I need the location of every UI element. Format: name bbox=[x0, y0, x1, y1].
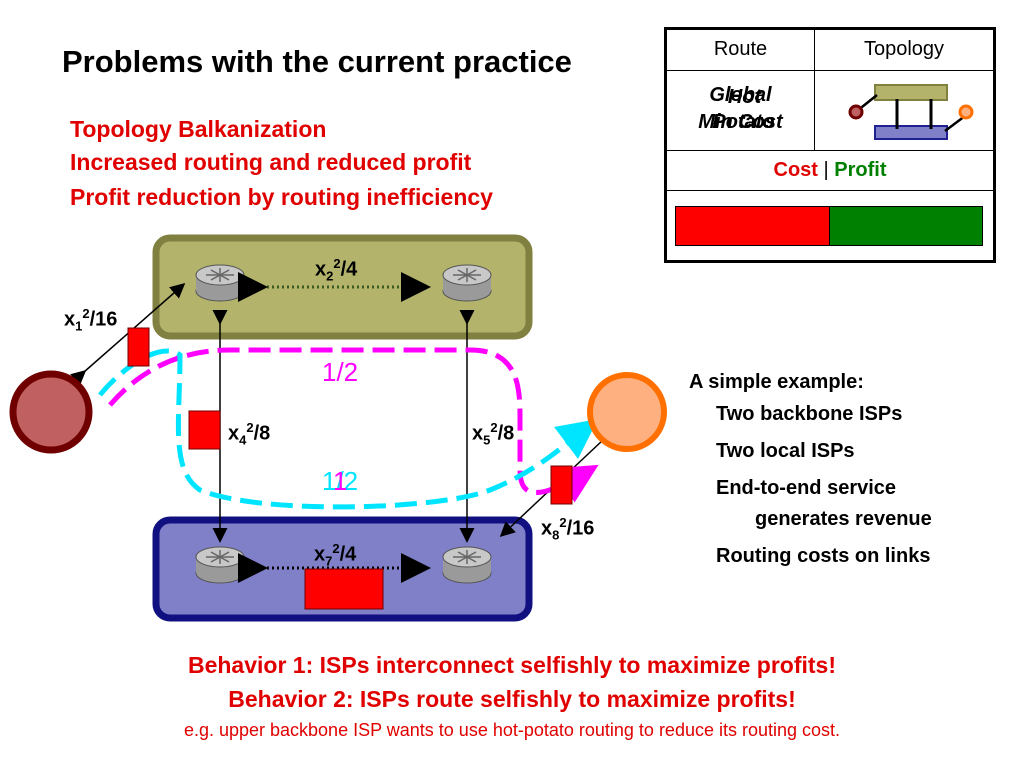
magenta-flow-path bbox=[108, 347, 599, 503]
router-lower-right-icon bbox=[442, 546, 492, 584]
right-local-isp bbox=[587, 372, 667, 452]
flow-fraction-upper: 1/2 bbox=[322, 357, 359, 387]
bullet-increased-routing: Increased routing and reduced profit bbox=[70, 149, 472, 175]
cost-label-x4: x42/8 bbox=[228, 420, 271, 448]
cost-label-x5: x52/8 bbox=[472, 420, 515, 448]
legend-route-header: Route bbox=[667, 30, 815, 71]
legend-route-cell: Global Min Cost Hot Potato bbox=[667, 71, 815, 151]
legend-cost-bar bbox=[675, 206, 831, 246]
network-diagram bbox=[9, 234, 667, 622]
bullet-balkanization: Topology Balkanization bbox=[70, 116, 327, 142]
route-global-label: Global bbox=[709, 84, 772, 106]
example-item-costs: Routing costs on links bbox=[716, 545, 931, 567]
flow-fraction-lower-b: 1 bbox=[333, 466, 348, 496]
cost-label-x8: x82/16 bbox=[541, 515, 595, 543]
behavior-1: Behavior 1: ISPs interconnect selfishly … bbox=[187, 652, 836, 678]
cost-label-x1: x12/16 bbox=[64, 306, 118, 334]
cost-label-x2: x22/4 bbox=[315, 256, 358, 284]
route-hot-label: Hot bbox=[727, 86, 762, 108]
behavior-example: e.g. upper backbone ISP wants to use hot… bbox=[183, 720, 841, 740]
cost-box-x1 bbox=[127, 327, 150, 367]
behavior-2: Behavior 2: ISPs route selfishly to maxi… bbox=[228, 686, 796, 712]
legend-profit-label: Profit bbox=[834, 159, 887, 181]
router-lower-left-icon bbox=[195, 546, 245, 584]
legend-profit-bar bbox=[829, 206, 983, 246]
legend-topology-header: Topology bbox=[815, 30, 993, 71]
router-upper-left-icon bbox=[195, 264, 245, 302]
cyan-flow-path bbox=[98, 348, 598, 510]
cost-label-x7: x72/4 bbox=[314, 541, 357, 569]
cost-box-x8 bbox=[550, 465, 573, 505]
legend-topology-cell bbox=[815, 71, 993, 151]
cost-box-x7 bbox=[304, 568, 384, 610]
cost-box-x4 bbox=[188, 410, 221, 450]
left-local-isp bbox=[9, 370, 93, 454]
example-item-revenue: generates revenue bbox=[755, 508, 932, 530]
mini-topology-icon bbox=[848, 84, 974, 140]
legend-cost-label: Cost bbox=[773, 159, 818, 181]
bullet-profit-reduction: Profit reduction by routing inefficiency bbox=[70, 184, 493, 210]
legend-cost-profit-row: Cost | Profit bbox=[667, 151, 993, 191]
flow-fraction-lower-a: 1/2 bbox=[322, 466, 359, 496]
slide-title: Problems with the current practice bbox=[62, 44, 572, 79]
legend-table: Route Topology Global Min Cost Hot Potat… bbox=[664, 27, 996, 263]
route-potato-label: Potato bbox=[712, 111, 775, 133]
legend-separator: | bbox=[823, 159, 829, 181]
router-upper-right-icon bbox=[442, 264, 492, 302]
example-item-local: Two local ISPs bbox=[716, 440, 855, 462]
example-heading: A simple example: bbox=[689, 371, 864, 393]
route-mincost-label: Min Cost bbox=[698, 111, 783, 133]
example-item-service: End-to-end service bbox=[716, 477, 897, 499]
example-item-backbone: Two backbone ISPs bbox=[716, 403, 903, 425]
